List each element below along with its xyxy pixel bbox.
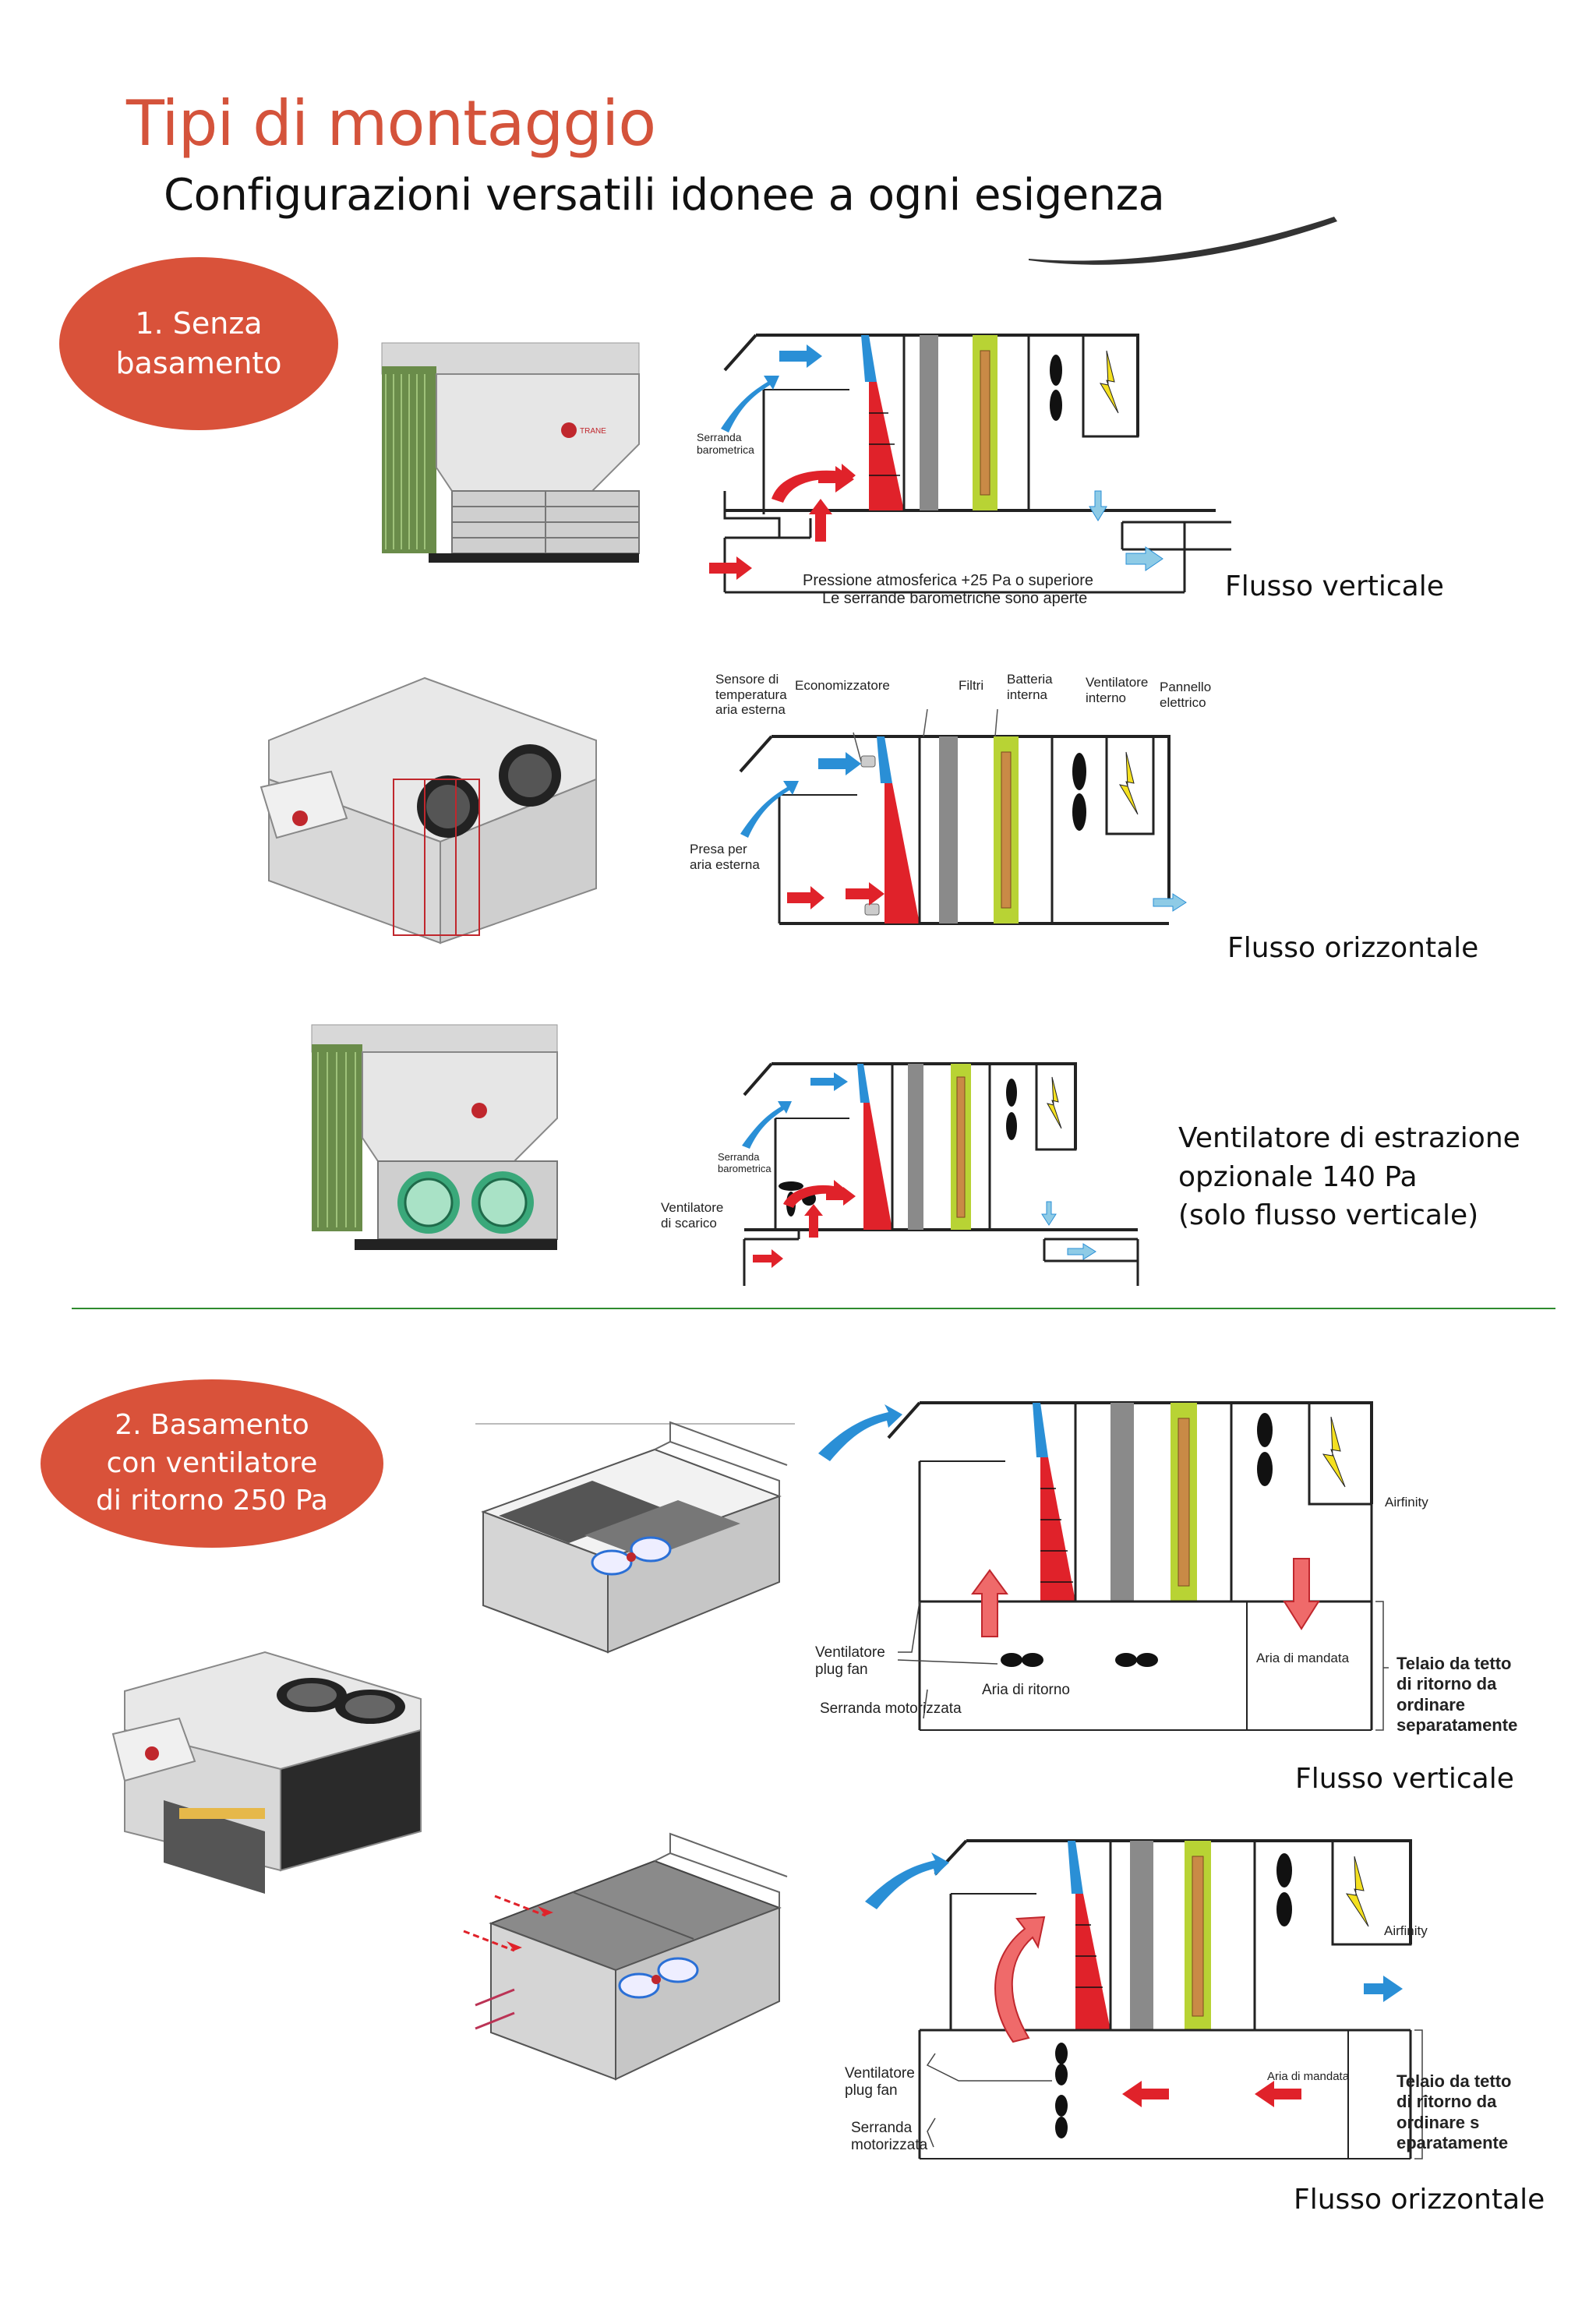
label-ventilatore-plug-fan-1: Ventilatore plug fan [815,1644,885,1678]
caption-flusso-verticale-2: Flusso verticale [1295,1763,1514,1795]
section1-badge: 1. Senza basamento [59,257,338,430]
decorative-swoosh [1029,217,1337,265]
caption-flusso-verticale-1: Flusso verticale [1225,570,1444,602]
unit-image-base-frame-2 [463,1832,788,2081]
caption-flusso-orizzontale-2: Flusso orizzontale [1294,2184,1545,2216]
section2-badge: 2. Basamento con ventilatore di ritorno … [41,1379,383,1548]
unit-image-3 [311,1024,558,1250]
diagram-exhaust-fan [742,1062,1139,1286]
unit-image-on-base [111,1651,422,1894]
label-ventilatore-scarico: Ventilatore di scarico [661,1200,724,1231]
caption-ventilatore-estrazione: Ventilatore di estrazione opzionale 140 … [1178,1122,1520,1232]
label-pannello-elettrico: Pannello elettrico [1160,680,1212,710]
unit-image-base-frame-1 [475,1421,795,1654]
label-sensore-temperatura: Sensore di temperatura aria esterna [715,672,787,718]
label-economizzatore: Economizzatore [795,678,890,693]
label-filtri: Filtri [959,678,984,693]
note-line-1: Pressione atmosferica +25 Pa o superiore [803,572,1093,589]
label-presa-aria-esterna: Presa per aria esterna [690,842,760,872]
unit-image-2 [260,676,597,945]
diagram-vertical-flow-1 [709,334,1231,594]
label-telaio-tetto-1: Telaio da tetto di ritorno da ordinare s… [1396,1654,1518,1736]
unit-image-1: TRANE [381,342,640,563]
label-aria-mandata-1: Aria di mandata [1256,1651,1350,1665]
label-batteria-interna: Batteria interna [1007,672,1053,702]
label-serranda-barometrica-3: Serranda barometrica [718,1151,772,1174]
label-serranda-motorizzata-1: Serranda motorizzata [820,1700,962,1717]
label-ventilatore-interno: Ventilatore interno [1086,675,1149,705]
label-telaio-tetto-2: Telaio da tetto di ritorno da ordinare s… [1396,2071,1512,2153]
page-title: Tipi di montaggio [126,87,656,160]
note-line-2: Le serrande barometriche sono aperte [822,590,1088,607]
label-airfinity-2: Airfinity [1384,1923,1428,1938]
page-subtitle: Configurazioni versatili idonee a ogni e… [164,170,1165,221]
diagram-horizontal-flow-1 [739,708,1187,925]
diagram-vertical-flow-2 [818,1401,1389,1731]
caption-flusso-orizzontale-1: Flusso orizzontale [1227,932,1479,964]
label-serranda-barometrica-1: Serranda barometrica [697,431,754,457]
label-airfinity-1: Airfinity [1385,1495,1428,1510]
label-aria-ritorno: Aria di ritorno [982,1682,1070,1698]
label-serranda-motorizzata-2: Serranda motorizzata [851,2120,928,2153]
label-aria-mandata-2: Aria di mandata [1267,2070,1350,2083]
label-ventilatore-plug-fan-2: Ventilatore plug fan [845,2065,915,2099]
trane-logo-text: TRANE [580,427,606,436]
section-divider [72,1308,1555,1309]
diagram-horizontal-flow-2 [865,1839,1428,2159]
